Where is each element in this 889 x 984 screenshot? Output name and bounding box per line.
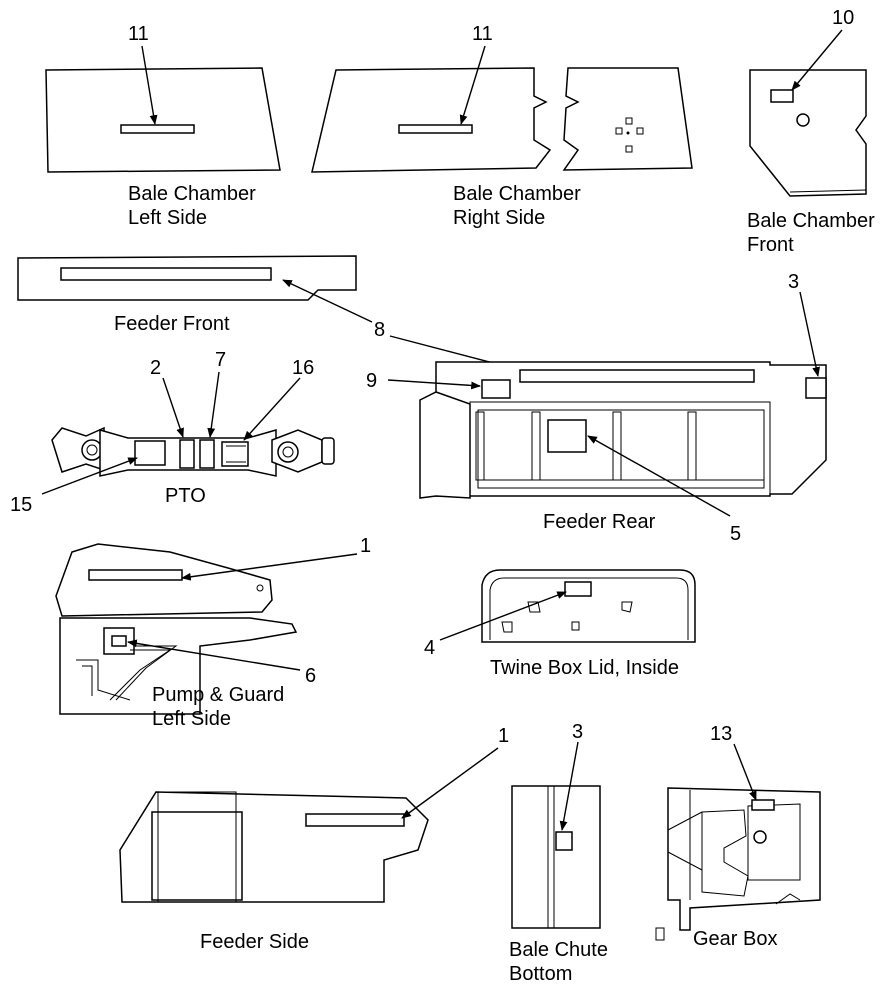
decal-9 (481, 379, 511, 399)
callout-4: 4 (424, 637, 435, 659)
caption-pump-guard-2: Left Side (152, 708, 231, 730)
callout-16: 16 (292, 357, 314, 379)
callout-9: 9 (366, 370, 377, 392)
caption-bale-chamber-right-1: Bale Chamber (453, 183, 581, 205)
decal-13 (751, 799, 775, 811)
decal-11-right (398, 124, 473, 134)
decal-5 (547, 419, 587, 453)
bale-chamber-front: 10 Bale Chamber Front (747, 7, 875, 256)
decal-4 (564, 581, 592, 597)
bale-chute-bottom: 3 Bale Chute Bottom (509, 721, 608, 984)
callout-6: 6 (305, 665, 316, 687)
decal-8-front (60, 267, 272, 281)
caption-feeder-side: Feeder Side (200, 931, 309, 953)
decal-15 (134, 440, 166, 466)
caption-bale-chute-2: Bottom (509, 963, 572, 984)
caption-pump-guard-1: Pump & Guard (152, 684, 284, 706)
decal-6 (111, 635, 127, 647)
callout-11-right: 11 (472, 23, 493, 45)
caption-bale-chamber-front-2: Front (747, 234, 794, 256)
bale-chamber-right-side: 11 Bale Chamber Right Side (311, 23, 693, 229)
callout-15: 15 (10, 494, 32, 516)
decal-7 (199, 439, 215, 469)
callout-10: 10 (832, 7, 854, 29)
caption-gear-box: Gear Box (693, 928, 777, 950)
caption-bale-chamber-front-1: Bale Chamber (747, 210, 875, 232)
decal-2 (179, 439, 195, 469)
bale-chamber-left-side: 11 Bale Chamber Left Side (45, 23, 281, 229)
caption-bale-chamber-right-2: Right Side (453, 207, 545, 229)
callout-1-pump: 1 (360, 535, 371, 557)
callout-11-left: 11 (128, 23, 149, 45)
callout-8-group: 8 (282, 279, 521, 372)
pump-and-guard-left-side: 1 6 Pump & Guard Left Side (55, 535, 371, 730)
gear-box: 13 Gear Box (655, 723, 821, 950)
decal-3-feeder-rear (805, 377, 827, 399)
callout-3-chute: 3 (572, 721, 583, 743)
feeder-front: Feeder Front (17, 255, 357, 335)
callout-8: 8 (374, 319, 385, 341)
callout-13: 13 (710, 723, 732, 745)
callout-3-feeder-rear: 3 (788, 271, 799, 293)
pto-assembly: 2 7 16 15 PTO (10, 349, 335, 516)
caption-twine-box-lid: Twine Box Lid, Inside (490, 657, 679, 679)
decal-1-pump (88, 569, 183, 581)
caption-bale-chamber-left-1: Bale Chamber (128, 183, 256, 205)
caption-pto: PTO (165, 485, 206, 507)
decal-3-chute (555, 831, 573, 851)
caption-bale-chute-1: Bale Chute (509, 939, 608, 961)
decal-11-left (120, 124, 195, 134)
callout-2: 2 (150, 357, 161, 379)
callout-1-feeder-side: 1 (498, 725, 509, 747)
caption-bale-chamber-left-2: Left Side (128, 207, 207, 229)
decal-8-rear (519, 369, 755, 383)
caption-feeder-rear: Feeder Rear (543, 511, 656, 533)
decal-1-feeder-side (305, 813, 405, 827)
decal-10 (770, 89, 794, 103)
caption-feeder-front: Feeder Front (114, 313, 230, 335)
feeder-side: 1 Feeder Side (119, 725, 509, 953)
callout-5: 5 (730, 523, 741, 545)
twine-box-lid-inside: 4 Twine Box Lid, Inside (424, 569, 696, 679)
feeder-rear: 9 5 3 Feeder Rear (366, 271, 827, 545)
callout-7: 7 (215, 349, 226, 371)
